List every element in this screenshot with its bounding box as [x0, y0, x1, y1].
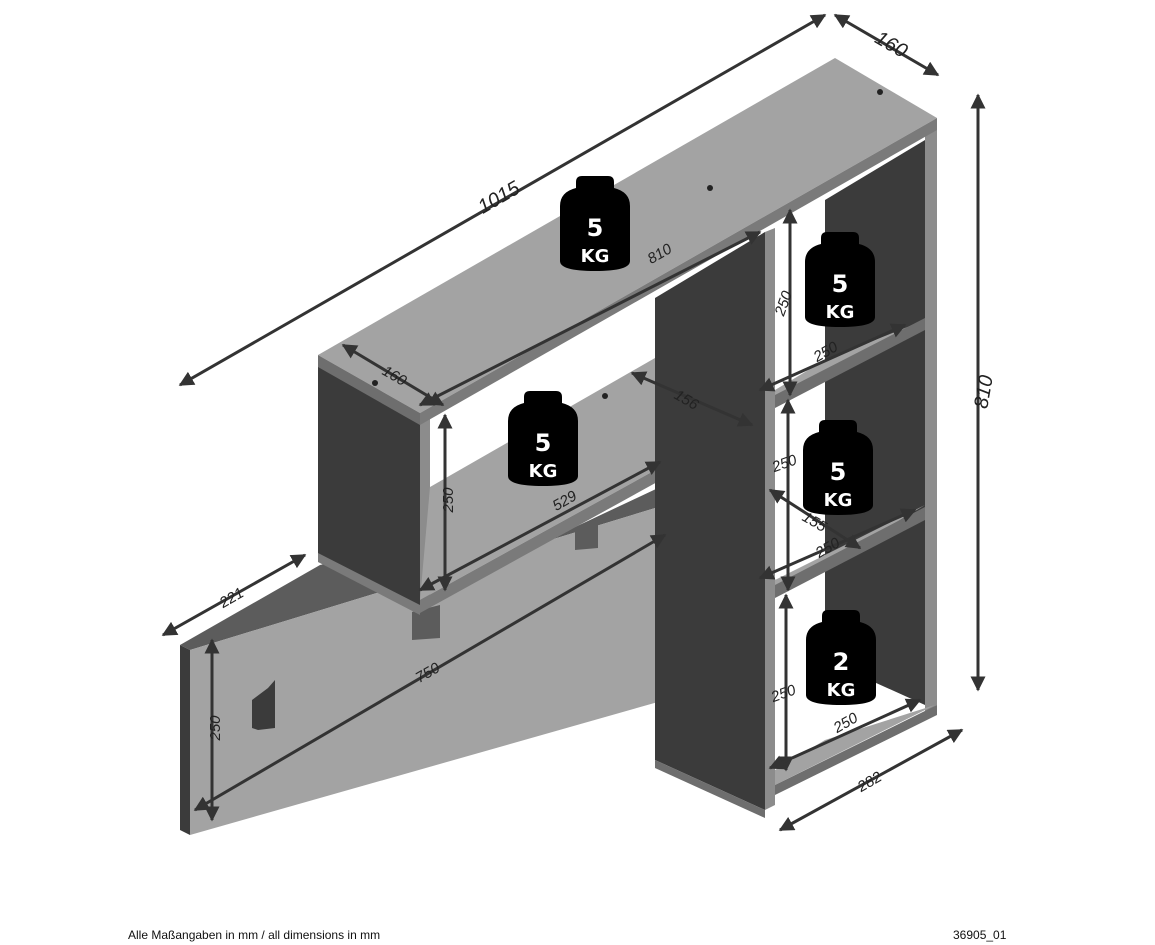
- svg-text:KG: KG: [581, 246, 610, 267]
- weight-top: 5 KG: [560, 176, 630, 271]
- weight-tower-2: 5 KG: [803, 420, 873, 515]
- dim-panel-depth: 221: [216, 584, 247, 612]
- drawing-code: 36905_01: [953, 928, 1007, 942]
- dim-left-cube-height: 250: [440, 487, 457, 514]
- dim-total-height: 810: [970, 374, 997, 411]
- svg-text:KG: KG: [529, 461, 558, 482]
- svg-text:KG: KG: [827, 680, 856, 701]
- dim-tower-width: 282: [854, 768, 886, 796]
- svg-text:KG: KG: [826, 302, 855, 323]
- weight-tower-3: 2 KG: [806, 610, 876, 705]
- dim-total-width: 1015: [474, 177, 524, 219]
- svg-text:KG: KG: [824, 490, 853, 511]
- dimension-lines: [161, 13, 986, 832]
- svg-text:5: 5: [535, 429, 552, 457]
- svg-text:5: 5: [830, 458, 847, 486]
- weight-middle: 5 KG: [508, 391, 578, 486]
- svg-text:5: 5: [587, 214, 604, 242]
- svg-text:2: 2: [833, 648, 850, 676]
- svg-text:5: 5: [832, 270, 849, 298]
- weight-tower-1: 5 KG: [805, 232, 875, 327]
- units-note: Alle Maßangaben in mm / all dimensions i…: [128, 928, 381, 942]
- dim-panel-height: 250: [207, 715, 224, 742]
